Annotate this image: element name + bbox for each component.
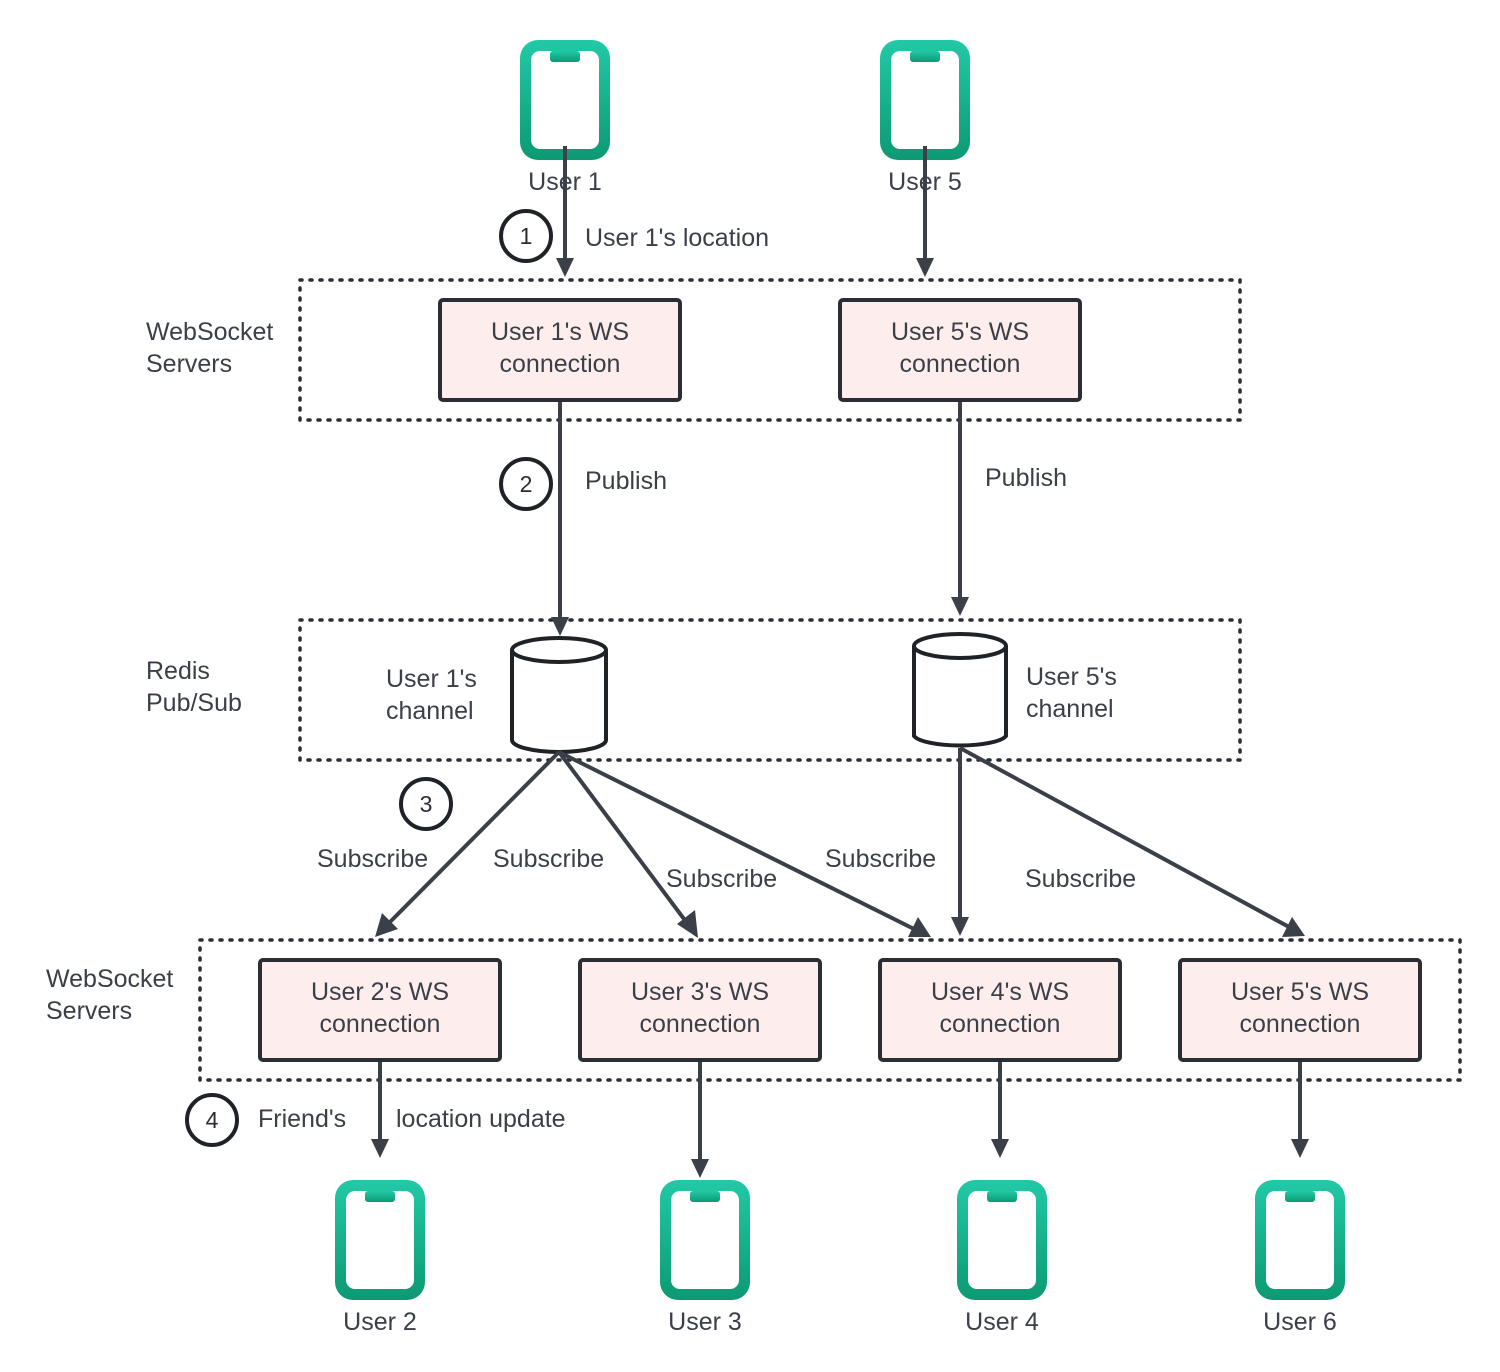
arrow-update-user4 xyxy=(991,1062,1009,1158)
channel-label-user1-line2: channel xyxy=(386,697,474,725)
edge-label-subscribe-user2: Subscribe xyxy=(317,845,428,873)
svg-text:connection: connection xyxy=(1240,1010,1361,1038)
group-label-redis-line1: Redis xyxy=(146,657,210,685)
arrow-subscribe-user5-bottom xyxy=(959,746,1305,937)
arrow-publish-user5 xyxy=(951,402,969,616)
user-label-user4: User 4 xyxy=(965,1308,1039,1336)
top-websocket-servers-group xyxy=(298,278,1242,422)
ws-connection-box-user5-bottom[interactable]: User 5's WS connection xyxy=(1178,958,1422,1062)
database-cylinder-icon[interactable] xyxy=(510,636,608,754)
step-badge-2: 2 xyxy=(499,457,553,511)
svg-text:User 4's WS: User 4's WS xyxy=(931,978,1069,1006)
edge-label-location-update: location update xyxy=(396,1105,566,1133)
ws-connection-box-user4[interactable]: User 4's WS connection xyxy=(878,958,1122,1062)
arrow-update-user6 xyxy=(1291,1062,1309,1158)
svg-text:User 3's WS: User 3's WS xyxy=(631,978,769,1006)
arrow-update-user2 xyxy=(371,1062,389,1158)
step-badge-4: 4 xyxy=(185,1093,239,1147)
channel-label-user5-line1: User 5's xyxy=(1026,663,1117,691)
step-badge-1: 1 xyxy=(499,209,553,263)
svg-text:User 2's WS: User 2's WS xyxy=(311,978,449,1006)
arrow-subscribe-user2 xyxy=(375,750,561,937)
step-badge-3: 3 xyxy=(399,777,453,831)
edge-label-location: User 1's location xyxy=(585,224,769,252)
ws-connection-box-user3[interactable]: User 3's WS connection xyxy=(578,958,822,1062)
arrow-publish-user1 xyxy=(551,402,569,636)
smartphone-icon[interactable] xyxy=(335,1180,425,1300)
user-label-user3: User 3 xyxy=(668,1308,742,1336)
ws-connection-box-user1[interactable]: User 1's WS connection xyxy=(438,298,682,402)
smartphone-icon[interactable] xyxy=(520,40,610,160)
svg-text:User 5's WS: User 5's WS xyxy=(1231,978,1369,1006)
group-label-bottom-ws-line1: WebSocket xyxy=(46,965,173,993)
svg-text:User 5's WS: User 5's WS xyxy=(891,318,1029,346)
arrow-update-user3 xyxy=(691,1062,709,1178)
svg-text:User 1's WS: User 1's WS xyxy=(491,318,629,346)
group-label-redis-line2: Pub/Sub xyxy=(146,689,242,717)
channel-label-user5-line2: channel xyxy=(1026,695,1114,723)
arrow-user1-location xyxy=(556,146,574,277)
group-label-top-ws-line1: WebSocket xyxy=(146,318,273,346)
edge-label-subscribe-user3-b: Subscribe xyxy=(666,865,777,893)
arrow-subscribe-user4-from-user5 xyxy=(951,748,969,936)
svg-text:3: 3 xyxy=(420,791,433,817)
group-label-bottom-ws-line2: Servers xyxy=(46,997,132,1025)
smartphone-icon[interactable] xyxy=(660,1180,750,1300)
user-label-user6: User 6 xyxy=(1263,1308,1337,1336)
smartphone-icon[interactable] xyxy=(880,40,970,160)
edge-label-publish-1: Publish xyxy=(585,467,667,495)
arrow-subscribe-user3 xyxy=(557,750,698,938)
bottom-websocket-servers-group xyxy=(198,938,1462,1082)
edge-label-subscribe-user5: Subscribe xyxy=(1025,865,1136,893)
svg-text:connection: connection xyxy=(940,1010,1061,1038)
edge-label-publish-5: Publish xyxy=(985,464,1067,492)
edge-label-friend: Friend's xyxy=(258,1105,346,1133)
smartphone-icon[interactable] xyxy=(957,1180,1047,1300)
svg-text:1: 1 xyxy=(520,223,533,249)
group-label-top-ws-line2: Servers xyxy=(146,350,232,378)
database-cylinder-icon[interactable] xyxy=(912,632,1008,748)
svg-text:2: 2 xyxy=(520,471,533,497)
ws-connection-box-user5-top[interactable]: User 5's WS connection xyxy=(838,298,1082,402)
svg-text:connection: connection xyxy=(900,350,1021,378)
smartphone-icon[interactable] xyxy=(1255,1180,1345,1300)
svg-text:connection: connection xyxy=(320,1010,441,1038)
edge-label-subscribe-user4: Subscribe xyxy=(825,845,936,873)
channel-label-user1-line1: User 1's xyxy=(386,665,477,693)
ws-connection-box-user2[interactable]: User 2's WS connection xyxy=(258,958,502,1062)
edge-label-subscribe-user3: Subscribe xyxy=(493,845,604,873)
svg-text:4: 4 xyxy=(206,1107,219,1133)
redis-pubsub-group xyxy=(298,618,1242,762)
svg-text:connection: connection xyxy=(500,350,621,378)
arrow-subscribe-user4-from-user1 xyxy=(558,750,931,937)
user-label-user2: User 2 xyxy=(343,1308,417,1336)
arrow-user5-location xyxy=(916,146,934,277)
svg-text:connection: connection xyxy=(640,1010,761,1038)
